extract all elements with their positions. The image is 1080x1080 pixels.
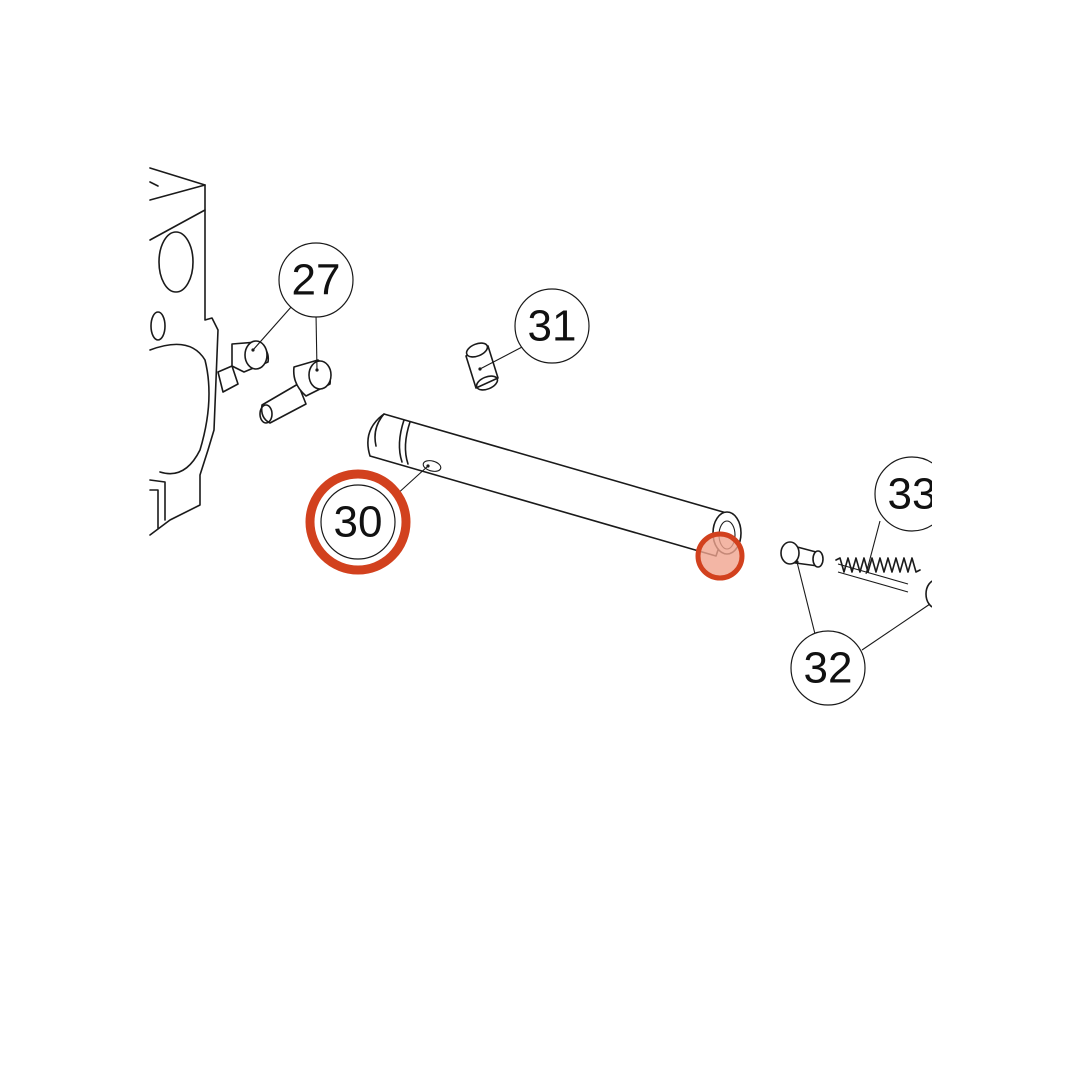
callout-27-label: 27 [292, 256, 341, 305]
housing-block [149, 167, 219, 536]
callout-33-label: 33 [888, 470, 937, 519]
callout-30-label: 30 [334, 498, 383, 547]
shaft-end-highlight [695, 531, 745, 581]
callout-30-highlight-ring [305, 469, 411, 575]
screw-upper [217, 340, 270, 393]
detent-pin [780, 541, 824, 568]
spring [835, 557, 921, 593]
callout-32: 32 [790, 630, 866, 706]
leader-lines [252, 305, 931, 651]
callout-31-label: 31 [528, 302, 577, 351]
cropped-part [925, 580, 932, 608]
shaft [367, 413, 742, 557]
callout-31: 31 [514, 288, 590, 364]
callout-33: 33 [874, 456, 937, 532]
callout-30: 30 [320, 484, 396, 560]
screw-lower [259, 359, 332, 424]
pin [465, 342, 499, 391]
callout-32-label: 32 [804, 644, 853, 693]
callout-27: 27 [278, 242, 354, 318]
